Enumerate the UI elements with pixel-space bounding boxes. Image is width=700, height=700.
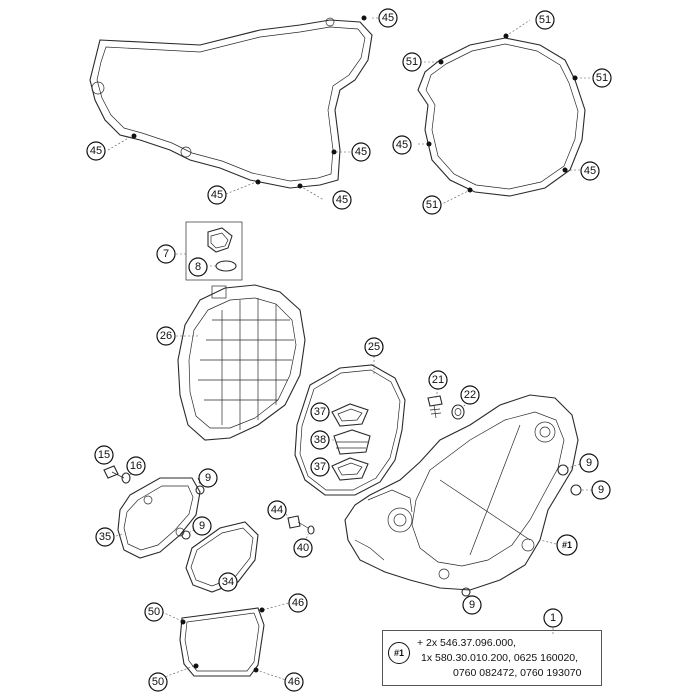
callout-26: 26 (156, 326, 176, 346)
callout-45g: 45 (392, 135, 412, 155)
callout-34: 34 (218, 572, 238, 592)
svg-text:37: 37 (314, 406, 326, 418)
svg-text:50: 50 (148, 606, 160, 618)
callout-16: 16 (126, 456, 146, 476)
callout-15: 15 (94, 445, 114, 465)
svg-text:16: 16 (130, 460, 142, 472)
screw-15-washer-16 (103, 465, 131, 484)
callout-7: 7 (156, 244, 176, 264)
callout-46b: 46 (284, 672, 304, 692)
svg-text:45: 45 (211, 189, 223, 201)
o-ring (294, 364, 406, 496)
svg-text:9: 9 (469, 599, 475, 611)
svg-text:45: 45 (90, 145, 102, 157)
svg-text:22: 22 (464, 389, 476, 401)
svg-text:37: 37 (314, 461, 326, 473)
callout-44: 44 (267, 500, 287, 520)
callout-45c: 45 (351, 142, 371, 162)
pump-cover-gasket (185, 521, 259, 593)
screw-44-washer-40 (287, 515, 315, 535)
svg-text:40: 40 (297, 542, 309, 554)
svg-text:38: 38 (314, 434, 326, 446)
parts-note-box: #1 + 2x 546.37.096.000, 1x 580.30.010.20… (382, 630, 602, 686)
note-line-2: 1x 580.30.010.200, 0625 160020, (421, 652, 579, 664)
svg-text:34: 34 (222, 576, 234, 588)
callout-9c: 9 (579, 453, 599, 473)
svg-text:46: 46 (288, 676, 300, 688)
svg-text:1: 1 (550, 612, 556, 624)
callout-9b: 9 (192, 516, 212, 536)
outer-clutch-cover (177, 284, 306, 441)
callout-9a: 9 (198, 468, 218, 488)
note-line-1: + 2x 546.37.096.000, (417, 637, 516, 649)
callout-25: 25 (364, 337, 384, 357)
svg-text:25: 25 (368, 341, 380, 353)
callout-40: 40 (293, 538, 313, 558)
svg-text:45: 45 (355, 146, 367, 158)
callout-45f: 45 (580, 161, 600, 181)
callout-51a: 51 (535, 10, 555, 30)
svg-text:9: 9 (586, 457, 592, 469)
svg-text:9: 9 (205, 472, 211, 484)
small-cover-gasket (179, 607, 265, 677)
svg-text:35: 35 (99, 531, 111, 543)
callout-45d: 45 (207, 185, 227, 205)
callout-1: 1 (543, 608, 563, 628)
callout-8: 8 (188, 257, 208, 277)
svg-text:#1: #1 (562, 540, 572, 550)
callout-35: 35 (95, 527, 115, 547)
leader-lines (103, 17, 592, 683)
svg-text:51: 51 (596, 72, 608, 84)
svg-text:51: 51 (406, 56, 418, 68)
callout-9e: 9 (462, 595, 482, 615)
svg-text:9: 9 (199, 520, 205, 532)
svg-text:51: 51 (539, 14, 551, 26)
callout-51c: 51 (592, 68, 612, 88)
callout-50b: 50 (148, 672, 168, 692)
callout-22: 22 (460, 385, 480, 405)
callout-21: 21 (428, 370, 448, 390)
svg-text:45: 45 (336, 194, 348, 206)
callout-46a: 46 (288, 593, 308, 613)
clutch-cover-housing (344, 394, 579, 591)
svg-text:46: 46 (292, 597, 304, 609)
svg-text:51: 51 (426, 199, 438, 211)
svg-text:15: 15 (98, 449, 110, 461)
valve-group-7-8 (185, 221, 243, 281)
svg-text:7: 7 (163, 248, 169, 260)
dowel-pins-9 (181, 464, 582, 597)
svg-text:44: 44 (271, 504, 283, 516)
callout-45e: 45 (332, 190, 352, 210)
svg-text:45: 45 (382, 12, 394, 24)
svg-text:9: 9 (598, 484, 604, 496)
svg-text:26: 26 (160, 330, 172, 342)
svg-text:45: 45 (396, 139, 408, 151)
reference-dots (131, 15, 578, 673)
callout-51b: 51 (402, 52, 422, 72)
callout-assembly-marker: #1 (556, 534, 578, 556)
callout-45a: 45 (378, 8, 398, 28)
ignition-cover-gasket (89, 17, 373, 189)
water-pump-cover (117, 477, 201, 559)
svg-text:50: 50 (152, 676, 164, 688)
clutch-cover-gasket (417, 37, 586, 197)
note-badge: #1 (388, 642, 410, 664)
callout-37b: 37 (310, 457, 330, 477)
callout-9d: 9 (591, 480, 611, 500)
callout-50a: 50 (144, 602, 164, 622)
note-line-3: 0760 082472, 0760 193070 (453, 667, 582, 679)
callout-37a: 37 (310, 402, 330, 422)
screw-and-washer-21-22 (427, 395, 465, 420)
svg-text:45: 45 (584, 165, 596, 177)
svg-text:21: 21 (432, 374, 444, 386)
insert-parts-37-38 (331, 403, 371, 481)
svg-text:8: 8 (195, 261, 201, 273)
callout-51d: 51 (422, 195, 442, 215)
callout-45b: 45 (86, 141, 106, 161)
callout-38: 38 (310, 430, 330, 450)
